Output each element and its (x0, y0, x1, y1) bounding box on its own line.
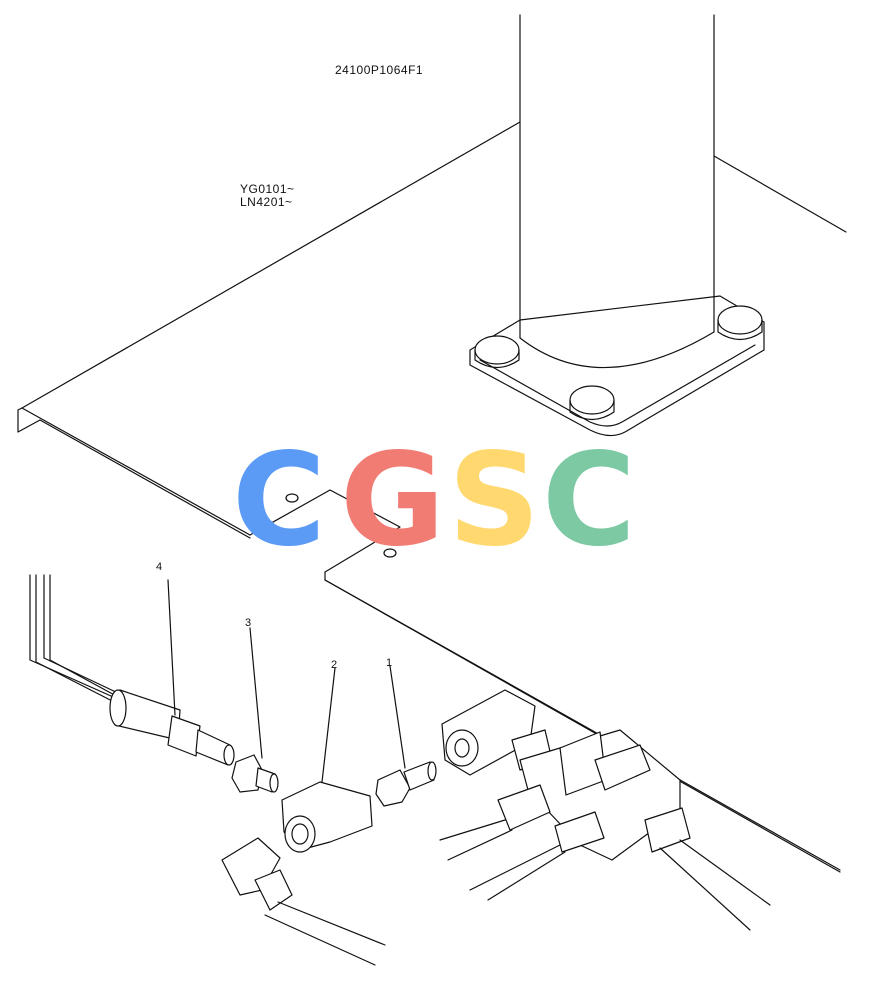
part-4-sensor (29, 574, 235, 766)
part-3-adapter (231, 627, 279, 793)
serial-range-1: YG0101~ (240, 182, 295, 196)
watermark-logo: C G S C (232, 436, 652, 566)
lower-hose (221, 837, 386, 966)
base-plate (469, 295, 765, 437)
part-2-tee (281, 667, 373, 853)
watermark-letter-2: G (340, 426, 446, 575)
watermark-letter-4: C (542, 426, 636, 575)
part-1-nipple (375, 665, 437, 807)
valve-block (439, 689, 771, 931)
watermark-letter-1: C (232, 426, 326, 575)
top-plate (17, 121, 847, 873)
callout-4: 4 (156, 561, 163, 573)
callout-2: 2 (331, 659, 338, 671)
watermark-letter-3: S (448, 426, 541, 575)
callout-3: 3 (245, 617, 252, 629)
pillar (519, 14, 715, 369)
serial-range-2: LN4201~ (240, 195, 293, 209)
part-code-label: 24100P1064F1 (335, 63, 424, 77)
callout-1: 1 (386, 657, 393, 669)
